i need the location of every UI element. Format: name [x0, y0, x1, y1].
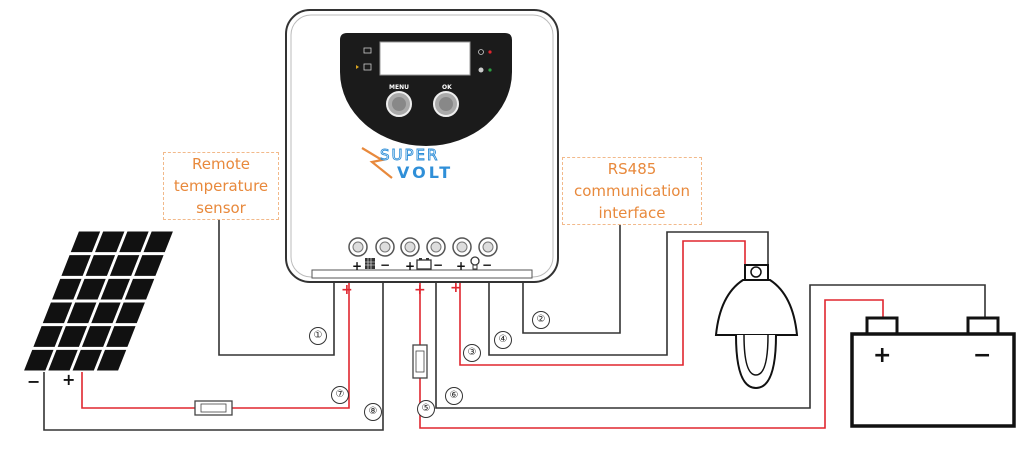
battery [850, 316, 1016, 428]
term-load-minus: − [482, 258, 493, 272]
wire-number-5: ⑤ [417, 400, 435, 418]
wire-7-panel-positive [81, 372, 195, 409]
wire-4-load-negative [488, 231, 769, 356]
lamp-load [714, 264, 799, 390]
solar-cell [96, 349, 127, 371]
term-bat-minus: − [433, 258, 444, 272]
panel-minus-mark: − [27, 372, 41, 391]
term-pv-plus: + [352, 259, 363, 273]
solar-cell [52, 278, 82, 300]
ok-label: OK [442, 84, 452, 91]
fuse-panel [194, 400, 233, 416]
wire7-plus-mark: + [341, 282, 353, 298]
term-load-plus: + [456, 259, 467, 273]
solar-cell [57, 326, 88, 347]
solar-cell [61, 255, 91, 276]
solar-cell [134, 255, 164, 276]
solar-cell [119, 231, 149, 253]
wire-2-rs485 [522, 225, 621, 334]
wire-number-2: ② [532, 311, 550, 329]
wire-6-battery-negative [435, 268, 986, 409]
bulb-terminal-icon [470, 256, 480, 270]
callout-rs485-line3: interface [598, 204, 666, 222]
super-volt-logo: SUPER VOLT [361, 146, 453, 182]
wire-number-4: ④ [494, 331, 512, 349]
remote-temperature-sensor-callout: Remote temperature sensor [163, 152, 279, 220]
callout-sensor-line3: sensor [196, 199, 246, 217]
wire-5-battery-positive-2 [419, 299, 884, 429]
wire-3-load-positive [459, 240, 746, 366]
callout-rs485-line2: communication [573, 182, 690, 200]
solar-panel [22, 230, 175, 372]
solar-cell [76, 278, 106, 300]
solar-cell [100, 278, 130, 300]
solar-cell [48, 349, 78, 371]
battery-plus-mark: + [873, 343, 892, 368]
solar-cell [124, 278, 155, 300]
solar-cell [42, 302, 73, 324]
panel-terminal-icon [365, 258, 375, 269]
wire-number-8: ⑧ [364, 403, 382, 421]
solar-cell [24, 349, 54, 371]
battery-minus-mark: − [973, 343, 992, 368]
wire-number-3: ③ [463, 344, 481, 362]
solar-cell [106, 326, 136, 347]
term-bat-plus: + [405, 259, 416, 273]
solar-cell [91, 302, 121, 324]
solar-cell [109, 255, 140, 276]
wire-8-panel-negative [43, 268, 384, 431]
wire-number-1: ① [309, 327, 327, 345]
panel-plus-mark: + [62, 370, 76, 389]
solar-cell [72, 349, 102, 371]
wire-7-panel-positive-2 [232, 268, 350, 409]
fuse-battery [412, 344, 428, 379]
rs485-communication-interface-callout: RS485 communication interface [562, 157, 702, 225]
wire-1-sensor [218, 220, 335, 356]
solar-panel-cells [24, 231, 173, 371]
solar-cell [143, 231, 173, 253]
wire-number-6: ⑥ [445, 387, 463, 405]
terminal-connectors [348, 237, 498, 257]
solar-cell [81, 326, 112, 347]
solar-cell [85, 255, 116, 276]
callout-sensor-line1: Remote [192, 155, 250, 173]
lcd-screen [379, 41, 471, 76]
wire3-plus-mark: + [450, 280, 462, 296]
brand-line1: SUPER [380, 146, 439, 164]
term-pv-minus: − [380, 258, 391, 272]
battery-terminal-icon [416, 258, 432, 270]
wire5-plus-mark: + [414, 282, 426, 298]
solar-cell [33, 326, 63, 347]
solar-cell [115, 302, 145, 324]
menu-label: MENU [389, 84, 409, 91]
solar-cell [70, 231, 101, 253]
callout-sensor-line2: temperature [173, 177, 269, 195]
brand-line2: VOLT [397, 163, 453, 182]
solar-cell [95, 231, 125, 253]
solar-cell [67, 302, 97, 324]
callout-rs485-line1: RS485 [607, 160, 657, 178]
charge-controller: SUPER VOLT [285, 9, 559, 283]
wire-number-7: ⑦ [331, 386, 349, 404]
